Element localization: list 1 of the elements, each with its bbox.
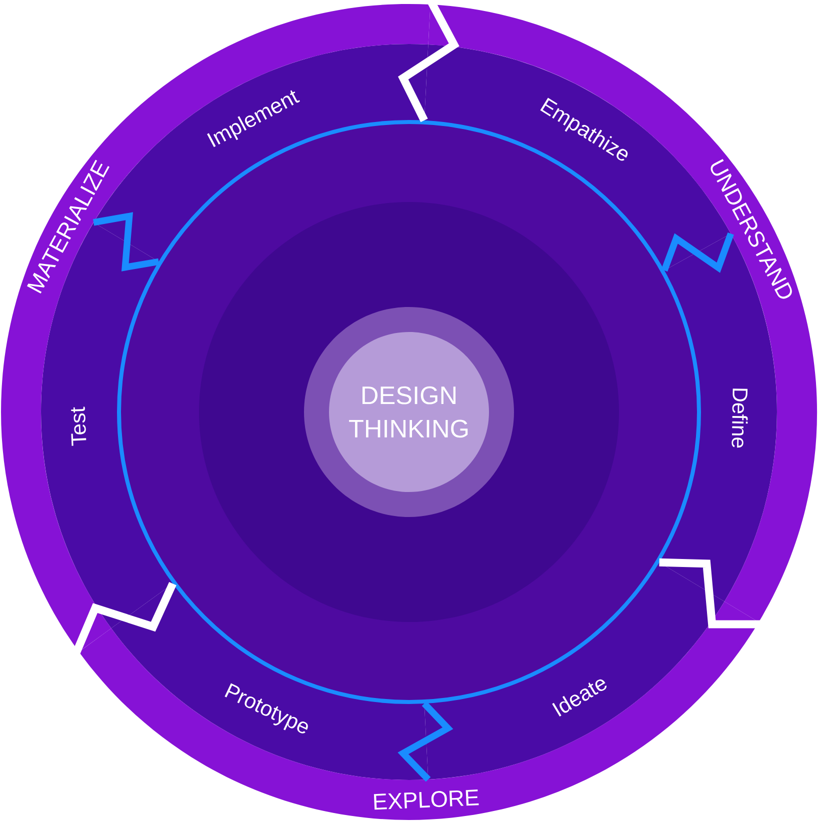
node-label: Define bbox=[732, 388, 748, 448]
